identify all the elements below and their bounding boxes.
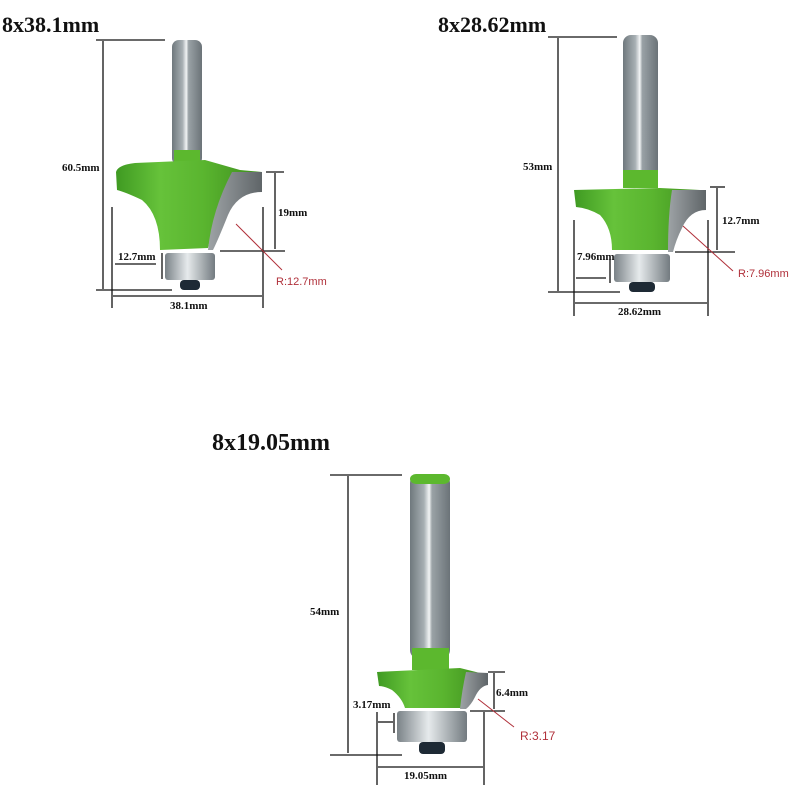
bit-2-bearing-offset: 7.96mm [577,251,615,263]
bearing [165,253,215,280]
shank [410,474,450,659]
bit-1-cut-diameter: 38.1mm [170,300,208,312]
bit-1-total-length: 60.5mm [62,162,100,174]
bit-1-cut-height: 19mm [278,207,308,219]
bit-3-cut-diameter: 19.05mm [404,770,448,782]
bit-2-cut-diameter: 28.62mm [618,306,662,318]
bit-2-title: 8x28.62mm [438,12,547,37]
bit-2-radius: R:7.96mm [738,268,789,280]
bit-1-bearing-offset: 12.7mm [118,251,156,263]
bit-1-title: 8x38.1mm [2,12,100,37]
carbide-blade [208,172,262,250]
carbide-blade [460,672,488,709]
cutter-body [116,160,262,250]
bit-2-total-length: 53mm [523,161,553,173]
carbide-blade [668,190,706,252]
router-bit-3 [330,474,515,785]
dimension-lines [96,39,285,308]
bit-3-cut-height: 6.4mm [496,687,529,699]
bearing [614,254,670,282]
bit-3-title: 8x19.05mm [212,430,330,456]
cutter-body [377,668,487,708]
bit-1-radius: R:12.7mm [276,276,327,288]
bit-3-bearing-offset: 3.17mm [353,699,391,711]
shank [623,35,658,180]
dimension-lines [548,36,735,316]
dimension-lines [330,474,505,785]
bearing [397,711,467,742]
bit-2-cut-height: 12.7mm [722,215,760,227]
shank [172,40,202,165]
bit-3-total-length: 54mm [310,606,340,618]
router-bit-1 [96,39,285,308]
router-bit-2 [548,35,735,316]
bit-3-radius: R:3.17 [520,729,556,743]
